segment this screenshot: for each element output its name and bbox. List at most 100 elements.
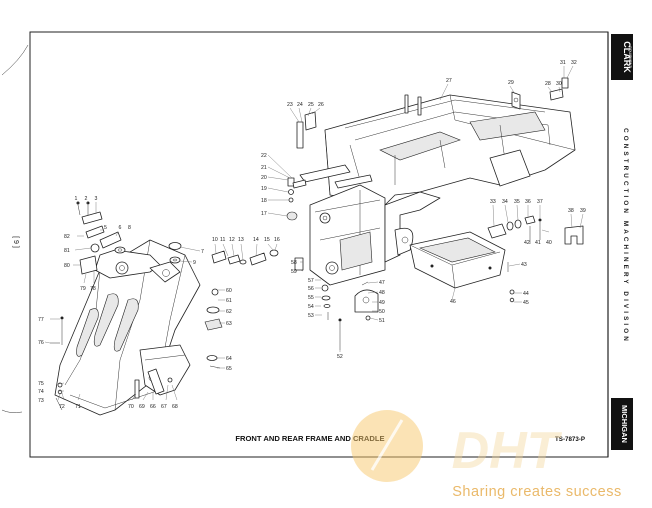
callout-54: 54 [308,304,314,310]
callout-78: 78 [90,286,96,292]
callout-77: 77 [38,317,44,323]
cradle [409,231,506,289]
callout-11: 11 [220,237,225,243]
callout-12: 12 [229,237,235,243]
front-frame [54,239,201,416]
callout-31: 31 [560,60,566,66]
callout-numbers: 1 2 3 5 6 7 8 9 10 11 12 13 14 15 16 17 … [38,60,586,410]
callout-17: 17 [261,211,267,217]
callout-52: 52 [337,354,343,360]
callout-13: 13 [238,237,244,243]
callout-53: 53 [308,313,314,319]
logo-subtext: EQUIPMENT [628,46,632,68]
callout-20: 20 [261,175,267,181]
callout-6: 6 [119,225,122,231]
callout-51: 51 [379,318,385,324]
callout-79: 79 [80,286,86,292]
callout-23: 23 [287,102,293,108]
callout-5: 5 [104,225,107,231]
callout-61: 61 [226,298,232,304]
callout-33: 33 [490,199,496,205]
callout-14: 14 [253,237,259,243]
callout-8: 8 [128,225,131,231]
scan-mark [1,409,23,413]
callout-37: 37 [537,199,543,205]
callout-73: 73 [38,398,44,404]
callout-36: 36 [525,199,531,205]
callout-24: 24 [297,102,303,108]
callout-49: 49 [379,300,385,306]
callout-65: 65 [226,366,232,372]
callout-19: 19 [261,186,267,192]
callout-30: 30 [556,81,562,87]
callout-58: 58 [291,260,297,266]
callout-3: 3 [95,196,98,202]
callout-34: 34 [502,199,508,205]
callout-72: 72 [59,404,65,410]
callout-47: 47 [379,280,385,286]
callout-63: 63 [226,321,232,327]
location-text: MICHIGAN [620,405,629,443]
callout-29: 29 [508,80,514,86]
callout-16: 16 [274,237,280,243]
callout-18: 18 [261,198,267,204]
rear-frame [299,91,576,286]
callout-21: 21 [261,165,267,171]
callout-45: 45 [523,300,529,306]
callout-48: 48 [379,290,385,296]
division-name: CONSTRUCTION MACHINERY DIVISION [622,128,629,344]
callout-80: 80 [64,263,70,269]
callout-75: 75 [38,381,44,387]
callout-2: 2 [85,196,88,202]
clark-logo: CLARK EQUIPMENT [611,34,633,80]
callout-76: 76 [38,340,44,346]
diagram-caption: FRONT AND REAR FRAME AND CRADLE [235,434,384,443]
callout-35: 35 [514,199,520,205]
callout-64: 64 [226,356,232,362]
callout-22: 22 [261,153,267,159]
callout-70: 70 [128,404,134,410]
callout-42: 42 [524,240,530,246]
callout-56: 56 [308,286,314,292]
callout-59: 59 [291,269,297,275]
callout-55: 55 [308,295,314,301]
hardware-parts [50,77,584,411]
callout-57: 57 [308,278,314,284]
callout-43: 43 [521,262,527,268]
callout-25: 25 [308,102,314,108]
callout-74: 74 [38,389,44,395]
callout-60: 60 [226,288,232,294]
callout-81: 81 [64,248,70,254]
callout-41: 41 [535,240,541,246]
scan-mark [1,44,29,76]
callout-26: 26 [318,102,324,108]
callout-50: 50 [379,309,385,315]
callout-46: 46 [450,299,456,305]
callout-32: 32 [571,60,577,66]
callout-15: 15 [264,237,270,243]
callout-27: 27 [446,78,452,84]
watermark-mark: DHT [452,422,563,480]
callout-9: 9 [193,260,196,266]
leader-lines [44,65,584,401]
callout-67: 67 [161,404,167,410]
callout-7: 7 [201,249,204,255]
logo-text: CLARK [622,41,632,73]
michigan-badge: MICHIGAN [611,398,633,450]
callout-82: 82 [64,234,70,240]
callout-66: 66 [150,404,156,410]
side-page-number: [ 9 ] [12,236,19,248]
callout-71: 71 [75,404,81,410]
callout-44: 44 [523,291,529,297]
callout-1: 1 [75,196,78,202]
callout-38: 38 [568,208,574,214]
callout-10: 10 [212,237,218,243]
callout-62: 62 [226,309,232,315]
callout-39: 39 [580,208,586,214]
watermark: DHT Sharing creates success [351,410,621,500]
watermark-slogan: Sharing creates success [452,484,621,500]
callout-28: 28 [545,81,551,87]
callout-68: 68 [172,404,178,410]
